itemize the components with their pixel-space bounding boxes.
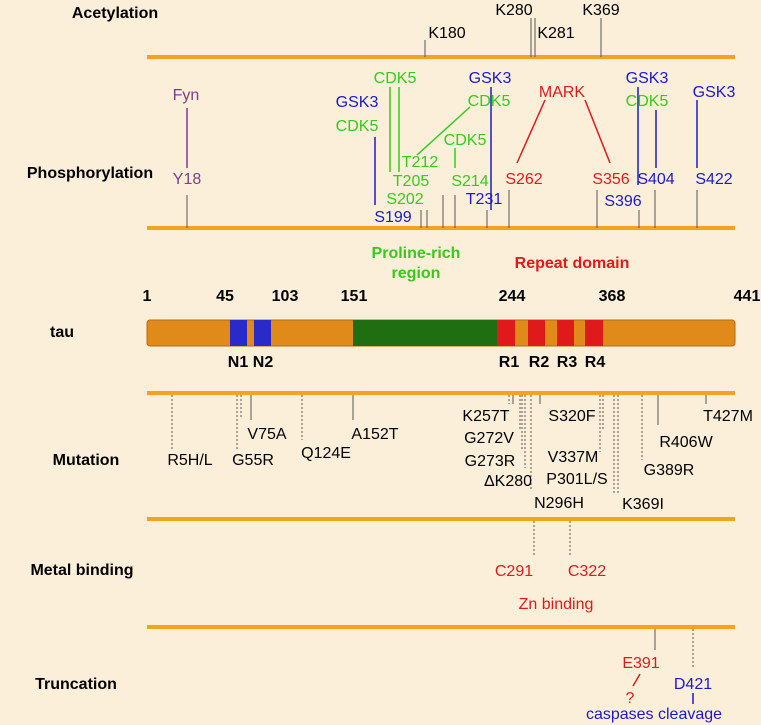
mutation-dk280: ΔK280 (484, 473, 532, 490)
e391-slash (632, 673, 641, 687)
mutation-v337m: V337M (548, 449, 599, 466)
phospho-site-s356: S356 (592, 171, 629, 188)
label-r4: R4 (585, 354, 606, 371)
mutation-r406w: R406W (659, 434, 713, 451)
phospho-site-s199: S199 (374, 209, 411, 226)
section-titles: Acetylation Phosphorylation tau Mutation… (27, 5, 158, 693)
kinase-gsk3: GSK3 (336, 94, 379, 111)
cdk5-connector (416, 106, 471, 156)
phospho-site-y18: Y18 (173, 171, 202, 188)
mutation-ticks (171, 395, 643, 495)
kinase-gsk3: GSK3 (626, 70, 669, 87)
label-r2: R2 (529, 354, 550, 371)
kinase-cdk5: CDK5 (444, 132, 487, 149)
proline-rich-label: region (392, 265, 441, 282)
position-label: 151 (341, 288, 368, 305)
section-title-phosphorylation: Phosphorylation (27, 165, 153, 182)
label-n1: N1 (228, 354, 249, 371)
domain-r1 (497, 320, 515, 346)
mark-connector (516, 99, 546, 164)
truncation-section: E391 ? D421 caspases cleavage (586, 629, 722, 723)
mark-connector (584, 99, 611, 164)
kinase-cdk5: CDK5 (468, 93, 511, 110)
phospho-site-s404: S404 (637, 171, 674, 188)
metal-binding-section: C291 C322 Zn binding (495, 521, 606, 613)
acetyl-site-k180: K180 (428, 25, 465, 42)
domain-n1 (230, 320, 247, 346)
acetylation-section: K180 K280 K281 K369 (424, 2, 620, 57)
mutation-v75a: V75A (247, 426, 286, 443)
phospho-site-t212: T212 (402, 154, 439, 171)
domain-n2 (254, 320, 271, 346)
domain-r2 (528, 320, 545, 346)
phospho-site-s214: S214 (451, 173, 488, 190)
zn-binding-label: Zn binding (519, 596, 594, 613)
kinase-fyn: Fyn (173, 87, 200, 104)
position-label: 45 (216, 288, 234, 305)
section-title-metal-binding: Metal binding (30, 562, 133, 579)
mutation-g55r: G55R (232, 452, 274, 469)
label-r1: R1 (499, 354, 520, 371)
mutation-a152t: A152T (351, 426, 398, 443)
acetyl-site-k369: K369 (582, 2, 619, 19)
truncation-question: ? (626, 690, 635, 707)
section-title-mutation: Mutation (53, 452, 120, 469)
tau-protein: Proline-rich region Repeat domain 1 45 1… (143, 245, 761, 371)
position-label: 244 (499, 288, 526, 305)
position-label: 103 (272, 288, 299, 305)
acetyl-site-k280: K280 (495, 2, 532, 19)
position-label: 441 (734, 288, 761, 305)
phospho-site-s422: S422 (695, 171, 732, 188)
section-title-acetylation: Acetylation (72, 5, 158, 22)
domain-proline-rich (353, 320, 497, 346)
kinase-cdk5: CDK5 (374, 70, 417, 87)
label-n2: N2 (253, 354, 274, 371)
mutation-g389r: G389R (644, 462, 695, 479)
phospho-site-t231: T231 (466, 191, 503, 208)
mutation-q124e: Q124E (301, 445, 351, 462)
phospho-site-s262: S262 (505, 171, 542, 188)
caspases-cleavage-label: caspases cleavage (586, 706, 722, 723)
mutation-r5: R5H/L (167, 452, 212, 469)
mutation-k369i: K369I (622, 496, 664, 513)
mutation-t427m: T427M (703, 408, 753, 425)
kinase-cdk5: CDK5 (626, 93, 669, 110)
label-r3: R3 (557, 354, 578, 371)
proline-rich-label: Proline-rich (372, 245, 461, 262)
phospho-site-s202: S202 (386, 191, 423, 208)
mutation-s320f: S320F (548, 408, 595, 425)
kinase-gsk3: GSK3 (693, 84, 736, 101)
tracks (147, 55, 735, 629)
kinase-mark: MARK (539, 84, 586, 101)
domain-r3 (557, 320, 574, 346)
section-title-truncation: Truncation (35, 676, 117, 693)
kinase-gsk3: GSK3 (469, 70, 512, 87)
phospho-site-t205: T205 (393, 173, 430, 190)
phosphorylation-section: Fyn GSK3 CDK5 CDK5 GSK3 CDK5 CDK5 MARK G… (173, 70, 736, 228)
mutation-k257t: K257T (462, 408, 509, 425)
position-label: 1 (143, 288, 152, 305)
metal-site-c291: C291 (495, 563, 533, 580)
section-title-tau: tau (50, 324, 74, 341)
mutation-p301: P301L/S (546, 471, 607, 488)
kinase-cdk5: CDK5 (336, 118, 379, 135)
mutation-n296h: N296H (534, 495, 584, 512)
domain-r4 (585, 320, 603, 346)
metal-site-c322: C322 (568, 563, 606, 580)
phospho-site-s396: S396 (604, 193, 641, 210)
acetyl-site-k281: K281 (537, 25, 574, 42)
truncation-d421: D421 (674, 676, 712, 693)
mutation-g273r: G273R (465, 453, 516, 470)
mutation-ticks-solid (250, 395, 707, 425)
truncation-e391: E391 (622, 655, 659, 672)
phospho-ticks (186, 190, 698, 228)
mutation-g272v: G272V (464, 430, 514, 447)
repeat-domain-label: Repeat domain (515, 255, 630, 272)
mutation-section: R5H/L G55R V75A Q124E A152T K257T G272V … (167, 395, 753, 513)
position-label: 368 (599, 288, 626, 305)
